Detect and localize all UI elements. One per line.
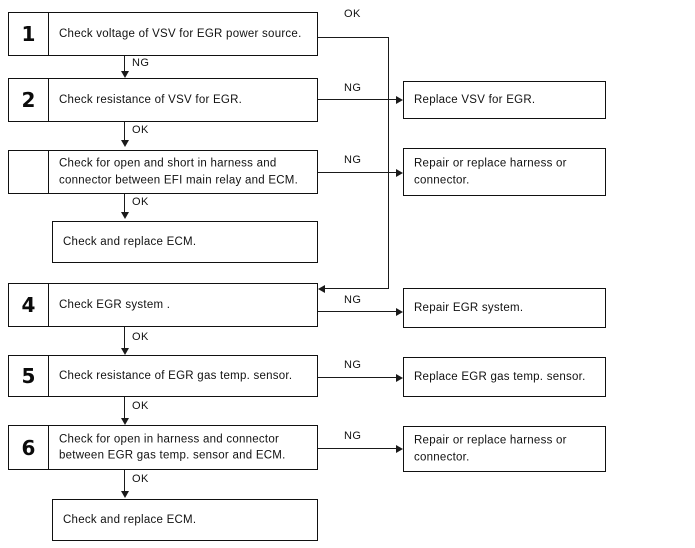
edge-step6-ok-v	[124, 470, 126, 491]
step-number-cell-1: 1	[9, 13, 49, 55]
step-number-5: 5	[21, 364, 36, 388]
edge-step4-ok-v	[124, 327, 126, 348]
edge-step3-ok-v	[124, 194, 126, 212]
edge-step4-ng-arrowhead	[396, 307, 403, 316]
step-text-1: Check voltage of VSV for EGR power sourc…	[59, 27, 302, 40]
edge-label-step1-ng: NG	[132, 57, 150, 69]
edge-step2-ok-v	[124, 122, 126, 140]
edge-step1-ok-h2	[325, 288, 389, 290]
step-number-4: 4	[21, 293, 36, 317]
step-box-1[interactable]: 1 Check voltage of VSV for EGR power sou…	[8, 12, 318, 56]
step-box-2[interactable]: 2 Check resistance of VSV for EGR.	[8, 78, 318, 122]
edge-step4-ok-arrowhead	[120, 348, 129, 355]
action-text-replace-vsv: Replace VSV for EGR.	[414, 93, 536, 106]
step-text-6: Check for open in harness and connector …	[59, 433, 286, 462]
edge-step4-ng-h	[318, 311, 396, 313]
edge-label-step3-ok: OK	[132, 196, 149, 208]
edge-step5-ng-arrowhead	[396, 373, 403, 382]
terminal-text-ecm-2: Check and replace ECM.	[63, 513, 197, 526]
edge-step2-ok-arrowhead	[120, 140, 129, 147]
edge-step5-ok-arrowhead	[120, 418, 129, 425]
edge-step3-ok-arrowhead	[120, 212, 129, 219]
terminal-box-ecm-2[interactable]: Check and replace ECM.	[52, 499, 318, 541]
edge-label-step6-ng: NG	[344, 430, 362, 442]
step-box-5[interactable]: 5 Check resistance of EGR gas temp. sens…	[8, 355, 318, 397]
step-number-cell-2: 2	[9, 79, 49, 121]
action-box-replace-vsv[interactable]: Replace VSV for EGR.	[403, 81, 606, 119]
step-box-4[interactable]: 4 Check EGR system .	[8, 283, 318, 327]
edge-step3-ng-arrowhead	[396, 168, 403, 177]
step-text-2: Check resistance of VSV for EGR.	[59, 93, 243, 106]
edge-step2-ng-h	[318, 99, 396, 101]
edge-label-step2-ok: OK	[132, 124, 149, 136]
edge-step5-ok-v	[124, 397, 126, 418]
edge-step1-ng-v	[124, 56, 126, 71]
edge-step1-ok-v	[388, 37, 390, 289]
step-text-3: Check for open and short in harness and …	[59, 157, 299, 187]
step-text-4: Check EGR system .	[59, 298, 171, 311]
step-box-3[interactable]: Check for open and short in harness and …	[8, 150, 318, 194]
step-number-2: 2	[21, 88, 36, 112]
step-box-6[interactable]: 6 Check for open in harness and connecto…	[8, 425, 318, 470]
edge-step6-ng-h	[318, 448, 396, 450]
step-text-5: Check resistance of EGR gas temp. sensor…	[59, 369, 293, 382]
step-number-cell-5: 5	[9, 356, 49, 396]
edge-step1-ok-h1	[318, 37, 389, 39]
edge-label-step5-ok: OK	[132, 400, 149, 412]
step-number-6: 6	[21, 435, 36, 460]
terminal-box-ecm-1[interactable]: Check and replace ECM.	[52, 221, 318, 263]
edge-label-step6-ok: OK	[132, 473, 149, 485]
edge-step5-ng-h	[318, 377, 396, 379]
step-number-1: 1	[21, 22, 36, 46]
action-text-repair-harness-2: Repair or replace harness or connector.	[414, 434, 567, 464]
action-box-repair-egr-system[interactable]: Repair EGR system.	[403, 288, 606, 328]
edge-label-step3-ng: NG	[344, 154, 362, 166]
edge-step1-ng-arrowhead	[120, 71, 129, 78]
action-text-repair-harness-1: Repair or replace harness or connector.	[414, 157, 567, 187]
step-number-cell-6: 6	[9, 426, 49, 469]
edge-label-step4-ng: NG	[344, 294, 362, 306]
action-box-repair-harness-2[interactable]: Repair or replace harness or connector.	[403, 426, 606, 472]
edge-step6-ok-arrowhead	[120, 491, 129, 498]
edge-step3-ng-h	[318, 172, 396, 174]
action-box-replace-egr-sensor[interactable]: Replace EGR gas temp. sensor.	[403, 357, 606, 397]
terminal-text-ecm-1: Check and replace ECM.	[63, 235, 197, 248]
edge-step2-ng-arrowhead	[396, 95, 403, 104]
edge-label-step1-ok: OK	[344, 8, 361, 20]
edge-label-step2-ng: NG	[344, 82, 362, 94]
action-text-replace-egr-sensor: Replace EGR gas temp. sensor.	[414, 370, 586, 383]
edge-label-step4-ok: OK	[132, 331, 149, 343]
action-box-repair-harness-1[interactable]: Repair or replace harness or connector.	[403, 148, 606, 196]
edge-step1-ok-arrowhead	[318, 284, 325, 293]
step-number-cell-4: 4	[9, 284, 49, 326]
step-number-cell-3	[9, 151, 49, 193]
action-text-repair-egr-system: Repair EGR system.	[414, 301, 524, 314]
edge-step6-ng-arrowhead	[396, 444, 403, 453]
edge-label-step5-ng: NG	[344, 359, 362, 371]
